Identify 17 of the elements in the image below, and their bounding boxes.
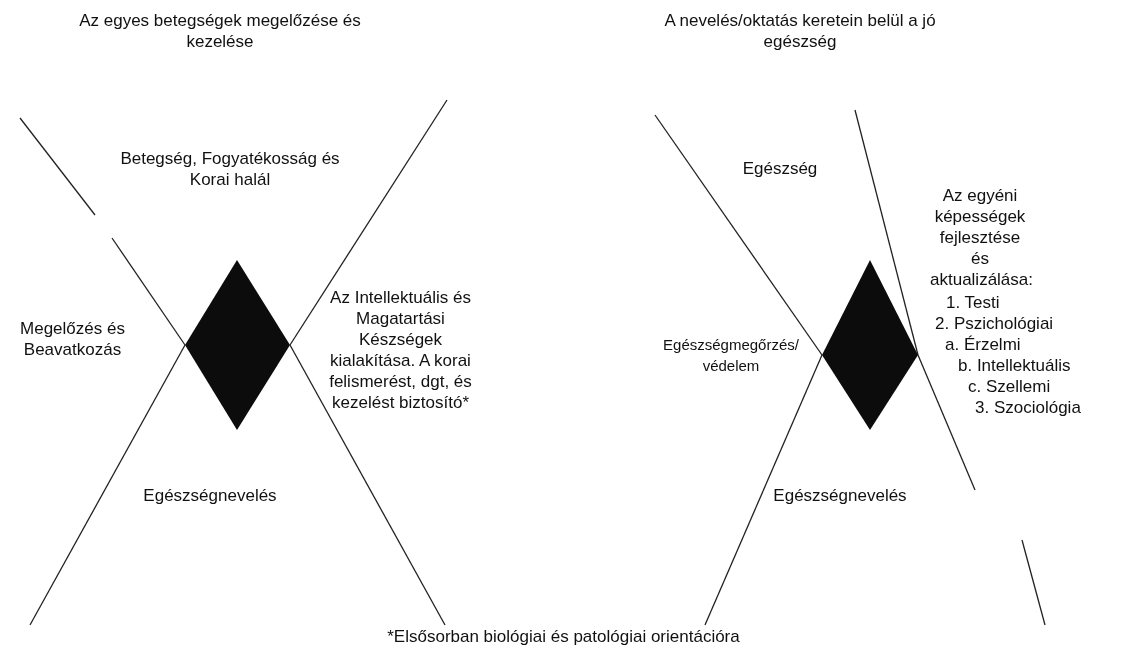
label-text: 2. Pszichológiai	[935, 313, 1055, 334]
label-text: 3. Szociológia	[975, 397, 1082, 418]
label-text: b. Intellektuális	[958, 355, 1072, 376]
label-text: Az Intellektuális és Magatartási Készségek kialakítása. A korai felismerést, dgt, és kezelést biztosító*	[328, 287, 473, 413]
label-text: Megelőzés és Beavatkozás	[19, 318, 126, 360]
label-text: Egészségmegőrzés/ védelem	[662, 335, 800, 376]
caption: *Elsősorban biológiai és patológiai orientációra	[386, 626, 741, 647]
label-text: 1. Testi	[946, 292, 1001, 313]
label-text: Az egyéni képességek fejlesztése és aktualizálása:	[930, 185, 1030, 290]
label-text: Egészségnevelés	[772, 485, 908, 506]
label-text: c. Szellemi	[968, 376, 1052, 397]
label-text: a. Érzelmi	[945, 334, 1022, 355]
heading: A nevelés/oktatás keretein belül a jó egészség	[663, 10, 937, 52]
label-text: Egészség	[741, 158, 819, 179]
heading: Az egyes betegségek megelőzése és kezelése	[78, 10, 362, 52]
label-text: Betegség, Fogyatékosság és Korai halál	[119, 148, 341, 190]
label-text: Egészségnevelés	[142, 485, 278, 506]
